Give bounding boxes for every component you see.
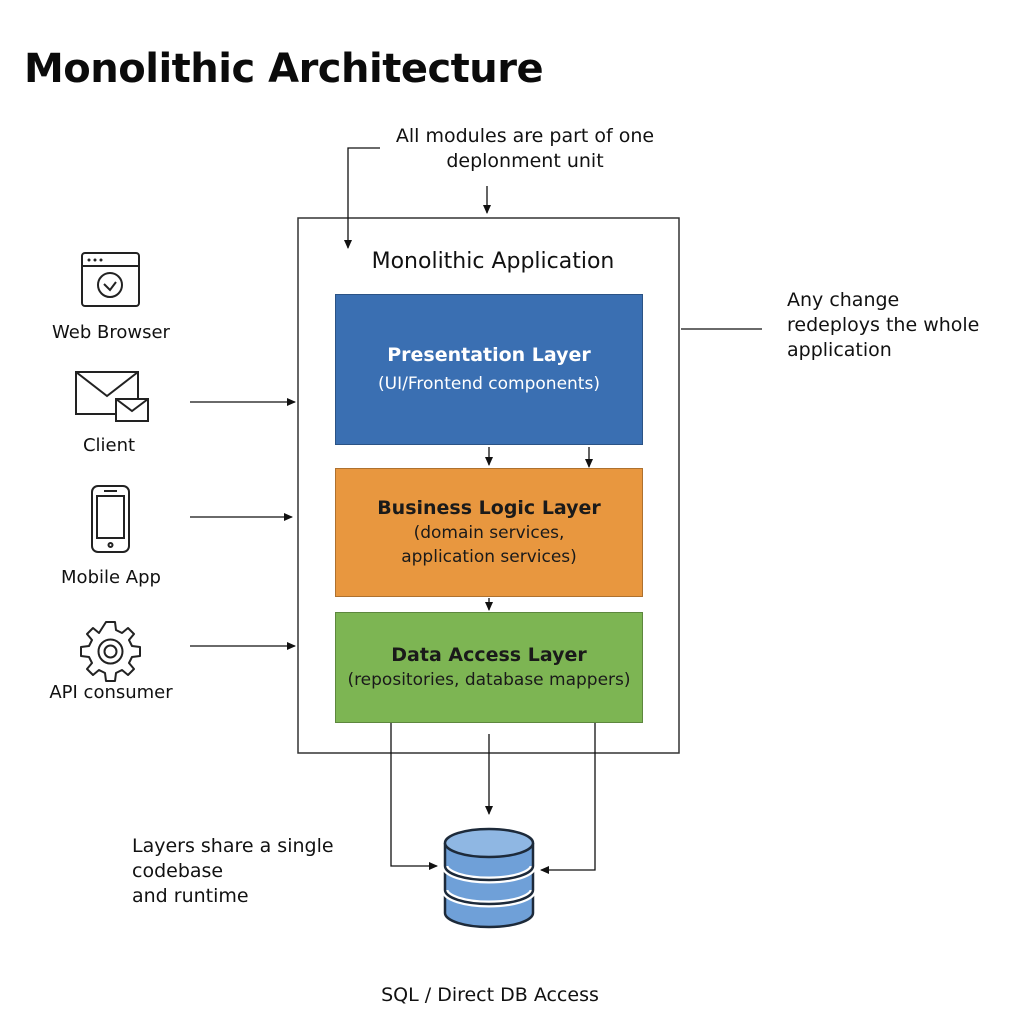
- note-line: Any change: [787, 289, 900, 311]
- layer-title: Data Access Layer: [391, 643, 587, 666]
- shared-codebase-note: Layers share a single codebase and runti…: [132, 834, 334, 909]
- redeploy-note: Any change redeploys the whole applicati…: [787, 288, 979, 363]
- data-to-db-left-connector: [390, 716, 438, 870]
- note-line: deplonment unit: [446, 150, 604, 172]
- diagram-title: Monolithic Architecture: [24, 46, 544, 92]
- layer-title: Presentation Layer: [387, 343, 591, 366]
- data-to-db-right-connector: [540, 716, 596, 874]
- client-label-mobile-app: Mobile App: [61, 567, 161, 588]
- note-line: Layers share a single: [132, 835, 334, 857]
- presentation-layer: Presentation Layer (UI/Frontend componen…: [335, 294, 643, 445]
- client-label-api-consumer: API consumer: [49, 682, 173, 703]
- layer-subtitle: (UI/Frontend components): [378, 373, 600, 394]
- note-line: codebase: [132, 860, 224, 882]
- layer-subtitle: (repositories, database mappers): [347, 669, 631, 690]
- layer-subtitle: (domain services,: [413, 522, 565, 543]
- business-logic-layer: Business Logic Layer (domain services, a…: [335, 468, 643, 597]
- browser-icon: [81, 252, 140, 307]
- deployment-note-connector: [344, 147, 380, 249]
- data-access-layer: Data Access Layer (repositories, databas…: [335, 612, 643, 723]
- note-line: application: [787, 339, 892, 361]
- application-title: Monolithic Application: [371, 249, 615, 274]
- note-line: redeploys the whole: [787, 314, 980, 336]
- client-label-client: Client: [82, 435, 136, 456]
- database-caption: SQL / Direct DB Access: [381, 984, 599, 1006]
- envelope-icon: [75, 371, 149, 422]
- mobile-phone-icon: [91, 485, 130, 553]
- note-line: All modules are part of one: [395, 125, 655, 147]
- client-label-web-browser: Web Browser: [52, 322, 170, 343]
- layer-title: Business Logic Layer: [377, 496, 601, 519]
- layer-subtitle: application services): [401, 546, 577, 567]
- gear-icon: [80, 621, 141, 682]
- deployment-unit-note: All modules are part of one deplonment u…: [380, 124, 670, 174]
- note-line: and runtime: [132, 885, 249, 907]
- database-icon: [441, 827, 537, 929]
